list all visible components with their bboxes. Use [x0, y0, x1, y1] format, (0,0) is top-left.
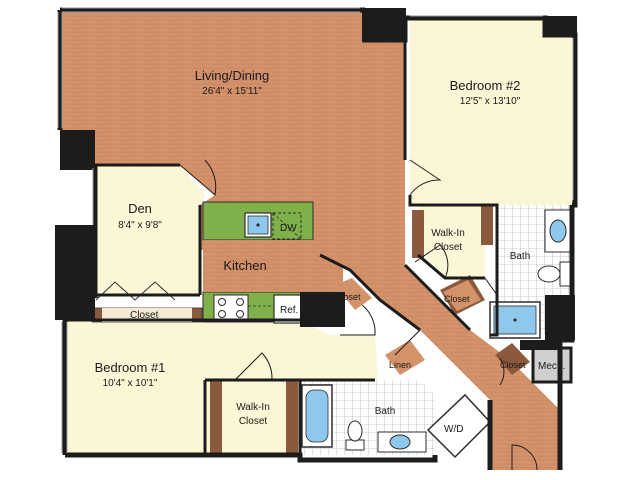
wall-block-kitchen: [300, 292, 345, 327]
den-name: Den: [128, 201, 152, 216]
windows: [57, 7, 574, 453]
hall-closet-label: Closet: [335, 292, 361, 302]
walkin2-label-2: Closet: [434, 242, 463, 253]
entry-closet-label: Closet: [500, 360, 526, 370]
walkin2-rail-left: [412, 210, 424, 258]
dishwasher: [272, 212, 302, 240]
wall-block-den-bottom: [55, 225, 95, 320]
walkin1-rail-left: [210, 380, 222, 455]
walkin1-label-1: Walk-In: [236, 402, 270, 413]
bedroom2-dim: 12'5" x 13'10": [460, 96, 521, 107]
entry-closet-floor: [495, 343, 530, 375]
walkin2-floor: [418, 205, 485, 278]
wall-block-bedroom2-corner: [545, 16, 577, 36]
door-swings: [179, 159, 538, 471]
bath2-label: Bath: [510, 251, 531, 262]
bedroom1-dim: 10'4" x 10'1": [103, 378, 158, 389]
den-dim: 8'4" x 9'8": [118, 220, 162, 231]
wall-block-mech: [520, 340, 560, 350]
dishwasher-label: DW: [280, 223, 297, 234]
linen-floor: [385, 340, 425, 375]
stove: [213, 294, 249, 322]
walkin2-label-1: Walk-In: [431, 228, 465, 239]
wall-block-bath2: [545, 295, 575, 340]
walkin1-floor: [210, 380, 300, 455]
mechanical-room-label: Mech.: [538, 361, 565, 372]
hall-closet-floor: [335, 278, 372, 310]
bedroom2-name: Bedroom #2: [450, 78, 521, 93]
wall-block-column: [60, 130, 95, 170]
washer-dryer-label: W/D: [444, 424, 463, 435]
bath1-label: Bath: [375, 406, 396, 417]
den-floor: [95, 165, 205, 295]
kitchen-name: Kitchen: [223, 258, 266, 273]
walkin2-rail-right: [481, 205, 493, 245]
living-dining-name: Living/Dining: [195, 68, 269, 83]
bath2-toilet: [537, 261, 571, 287]
linen-label: Linen: [389, 360, 411, 370]
walkin1-rail-right: [286, 380, 298, 455]
living-dining-dim: 26'4" x 15'11": [202, 86, 262, 97]
walkin1-label-2: Closet: [239, 416, 268, 427]
wall-block-top-right: [362, 8, 406, 42]
bath1-toilet: [345, 420, 365, 451]
bedroom2-floor: [410, 18, 575, 205]
b2-closet-label: Closet: [444, 294, 470, 304]
bedroom1-name: Bedroom #1: [95, 360, 166, 375]
den-closet-label: Closet: [130, 310, 159, 321]
kitchen-floor: [203, 240, 343, 292]
refrigerator-label: Ref.: [280, 305, 298, 316]
